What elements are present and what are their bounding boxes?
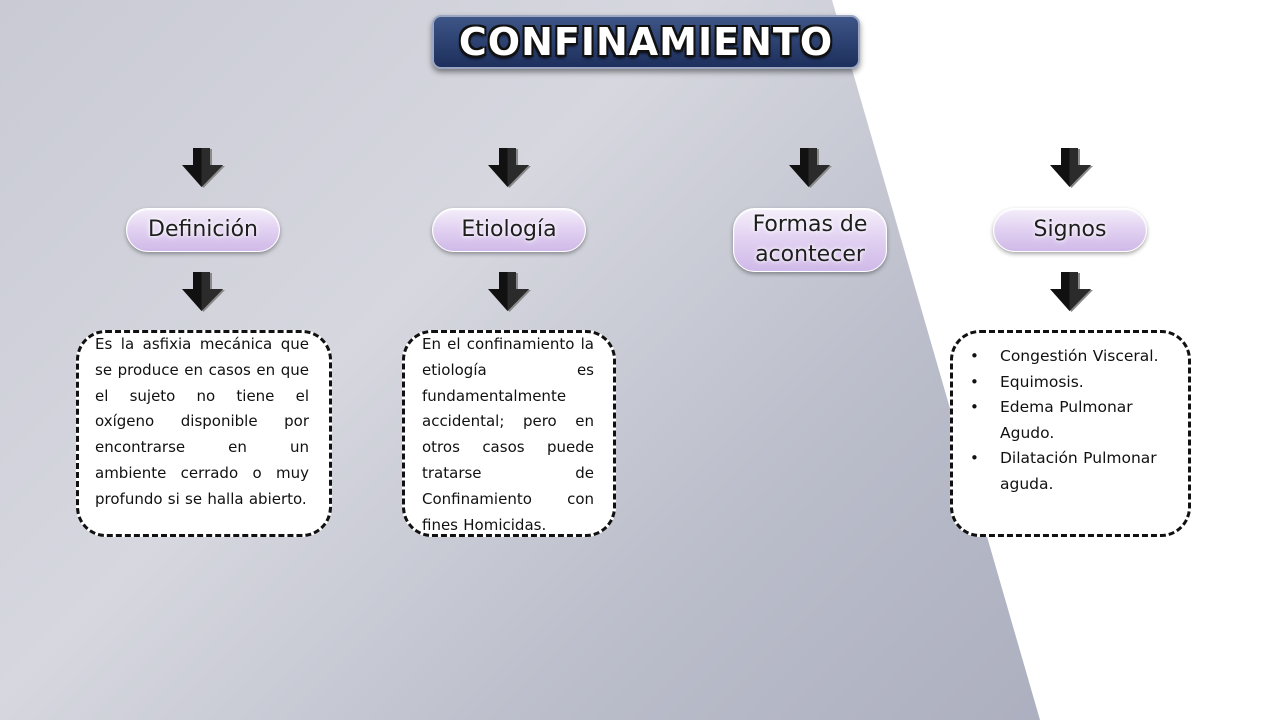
heading-signos: Signos	[1033, 217, 1107, 242]
pill-definicion: Definición	[126, 208, 280, 252]
signs-list-container: Congestión Visceral. Equimosis. Edema Pu…	[962, 344, 1162, 497]
heading-formas-line1: Formas de	[752, 212, 868, 237]
down-arrow-icon	[1049, 272, 1093, 312]
list-item: Equimosis.	[962, 370, 1162, 396]
down-arrow-icon	[788, 148, 832, 188]
pill-signos: Signos	[993, 208, 1147, 252]
etiology-box	[402, 330, 616, 537]
down-arrow-icon	[487, 148, 531, 188]
heading-etiologia: Etiología	[461, 217, 557, 242]
list-item: Edema Pulmonar Agudo.	[962, 395, 1162, 446]
down-arrow-icon	[487, 272, 531, 312]
signs-list: Congestión Visceral. Equimosis. Edema Pu…	[962, 344, 1162, 497]
pill-formas-de-acontecer: Formas de acontecer	[733, 208, 887, 272]
etiology-text: En el confinamiento la etiología es fund…	[422, 335, 594, 534]
definition-box	[76, 330, 332, 537]
heading-definicion: Definición	[148, 217, 258, 242]
definition-text: Es la asfixia mecánica que se produce en…	[95, 335, 309, 508]
down-arrow-icon	[181, 272, 225, 312]
down-arrow-icon	[1049, 148, 1093, 188]
list-item: Congestión Visceral.	[962, 344, 1162, 370]
diagram-title: CONFINAMIENTO	[458, 20, 834, 64]
down-arrow-icon	[181, 148, 225, 188]
heading-formas-line2: acontecer	[755, 242, 865, 267]
pill-etiologia: Etiología	[432, 208, 586, 252]
list-item: Dilatación Pulmonar aguda.	[962, 446, 1162, 497]
title-banner: CONFINAMIENTO	[432, 15, 860, 69]
